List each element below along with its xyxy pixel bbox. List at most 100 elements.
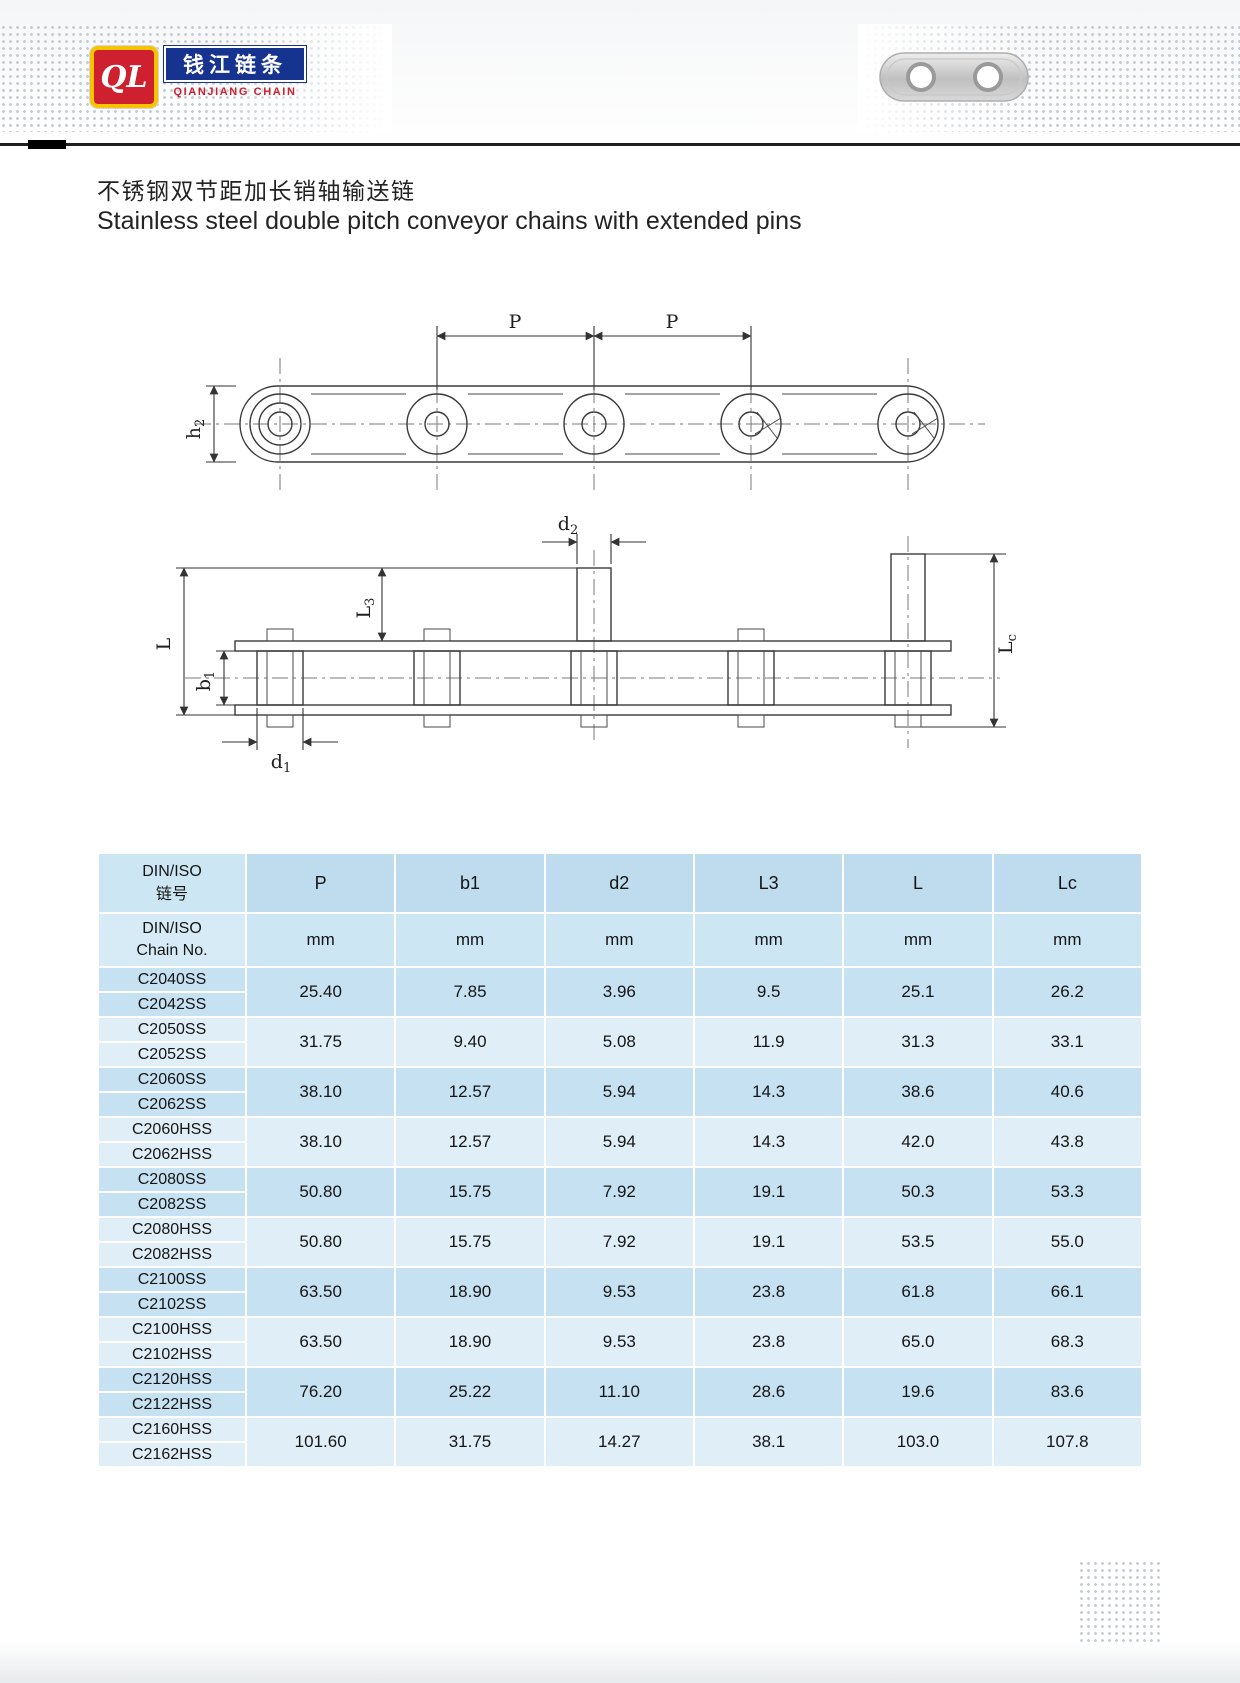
dim-label-Lc: Lc xyxy=(995,634,1020,654)
extended-pin-middle xyxy=(576,567,612,642)
value-cell: 101.60 xyxy=(244,1416,397,1468)
col-header-Lc: Lc xyxy=(991,852,1144,914)
chain-no-cell: C2080SS xyxy=(97,1166,247,1193)
value-cell: 31.3 xyxy=(842,1016,994,1068)
table-row: C2042SS xyxy=(97,991,1142,1018)
value-cell: 14.27 xyxy=(543,1416,695,1468)
cotter-pin-mark xyxy=(754,411,782,439)
value-cell: 12.57 xyxy=(394,1116,546,1168)
value-cell: 33.1 xyxy=(991,1016,1144,1068)
table-row: C2102HSS xyxy=(97,1341,1142,1368)
unit-cell-L3: mm xyxy=(692,912,845,968)
value-cell: 38.10 xyxy=(244,1116,397,1168)
value-cell: 31.75 xyxy=(394,1416,546,1468)
table-row: C2062SS xyxy=(97,1091,1142,1118)
value-cell: 19.1 xyxy=(692,1216,845,1268)
chain-no-cell: C2160HSS xyxy=(97,1416,247,1443)
roller-side-view xyxy=(570,650,618,728)
brand-logo-letters: QL xyxy=(100,59,148,95)
value-cell: 53.5 xyxy=(842,1216,994,1268)
value-cell: 38.1 xyxy=(692,1416,845,1468)
chain-hole-left xyxy=(906,62,936,92)
unit-cell-L: mm xyxy=(842,912,994,968)
value-cell: 50.80 xyxy=(244,1216,397,1268)
col-header-chain-no: DIN/ISO 链号 xyxy=(97,852,247,914)
col-header-L3: L3 xyxy=(692,852,845,914)
chain-no-cell: C2062SS xyxy=(97,1091,247,1118)
value-cell: 5.94 xyxy=(543,1066,695,1118)
chain-link-illustration xyxy=(879,52,1029,102)
value-cell: 61.8 xyxy=(842,1266,994,1318)
chain-no-cell: C2040SS xyxy=(97,966,247,993)
value-cell: 38.6 xyxy=(842,1066,994,1118)
value-cell: 63.50 xyxy=(244,1316,397,1368)
value-cell: 55.0 xyxy=(991,1216,1144,1268)
chain-no-cell: C2120HSS xyxy=(97,1366,247,1393)
value-cell: 19.1 xyxy=(692,1166,845,1218)
value-cell: 23.8 xyxy=(692,1266,845,1318)
brand-logo-mark: QL xyxy=(90,46,158,108)
table-row: C2082HSS xyxy=(97,1241,1142,1268)
table-row: C2162HSS xyxy=(97,1441,1142,1468)
header-divider xyxy=(0,140,1240,149)
chain-no-cell: C2100SS xyxy=(97,1266,247,1293)
chain-no-cell: C2082HSS xyxy=(97,1241,247,1268)
value-cell: 9.40 xyxy=(394,1016,546,1068)
page-bottom-shade xyxy=(0,1640,1240,1683)
dim-label-pitch-2: P xyxy=(666,311,679,333)
table-row: C2102SS xyxy=(97,1291,1142,1318)
unit-cell-Lc: mm xyxy=(991,912,1144,968)
dim-label-d1: d1 xyxy=(271,751,291,776)
chain-no-cell: C2082SS xyxy=(97,1191,247,1218)
roller-side-view xyxy=(256,628,304,728)
value-cell: 43.8 xyxy=(991,1116,1144,1168)
page-title-english: Stainless steel double pitch conveyor ch… xyxy=(97,207,802,235)
table-row: C2122HSS xyxy=(97,1391,1142,1418)
page-title-chinese: 不锈钢双节距加长销轴输送链 xyxy=(97,178,416,204)
value-cell: 5.08 xyxy=(543,1016,695,1068)
header-divider-block xyxy=(28,140,66,149)
value-cell: 63.50 xyxy=(244,1266,397,1318)
value-cell: 40.6 xyxy=(991,1066,1144,1118)
value-cell: 103.0 xyxy=(842,1416,994,1468)
value-cell: 11.9 xyxy=(692,1016,845,1068)
brand-logo: QL 钱江链条 QIANJIANG CHAIN xyxy=(90,45,307,108)
brand-logo-text: 钱江链条 QIANJIANG CHAIN xyxy=(163,45,307,98)
value-cell: 11.10 xyxy=(543,1366,695,1418)
cotter-pin-mark xyxy=(911,411,939,439)
value-cell: 53.3 xyxy=(991,1166,1144,1218)
chain-no-cell: C2102HSS xyxy=(97,1341,247,1368)
chain-no-cell: C2100HSS xyxy=(97,1316,247,1343)
chain-no-cell: C2050SS xyxy=(97,1016,247,1043)
dim-label-L3: L3 xyxy=(353,598,378,619)
table-header: DIN/ISO 链号 P b1 d2 L3 L Lc DIN/ISO Chain… xyxy=(97,852,1144,968)
col-subheader-chain-no-line1: DIN/ISO xyxy=(142,919,202,937)
halftone-block-bottom xyxy=(1078,1560,1164,1642)
chain-hole-right xyxy=(973,62,1003,92)
chain-plate-inner xyxy=(886,58,1022,96)
table-row: C2082SS xyxy=(97,1191,1142,1218)
value-cell: 50.80 xyxy=(244,1166,397,1218)
value-cell: 23.8 xyxy=(692,1316,845,1368)
roller-side-view xyxy=(413,628,461,728)
dim-label-h2: h2 xyxy=(183,419,208,440)
value-cell: 9.53 xyxy=(543,1266,695,1318)
col-header-chain-no-line2: 链号 xyxy=(155,886,188,903)
col-header-d2: d2 xyxy=(543,852,695,914)
spec-table: DIN/ISO 链号 P b1 d2 L3 L Lc DIN/ISO Chain… xyxy=(97,852,1144,1468)
chain-no-cell: C2060HSS xyxy=(97,1116,247,1143)
col-subheader-chain-no-line2: Chain No. xyxy=(136,942,208,959)
extended-pin-right xyxy=(890,553,926,642)
value-cell: 50.3 xyxy=(842,1166,994,1218)
value-cell: 28.6 xyxy=(692,1366,845,1418)
table-row: C2062HSS xyxy=(97,1141,1142,1168)
value-cell: 12.57 xyxy=(394,1066,546,1118)
value-cell: 19.6 xyxy=(842,1366,994,1418)
unit-cell-P: mm xyxy=(244,912,397,968)
dim-label-d2: d2 xyxy=(558,513,578,538)
